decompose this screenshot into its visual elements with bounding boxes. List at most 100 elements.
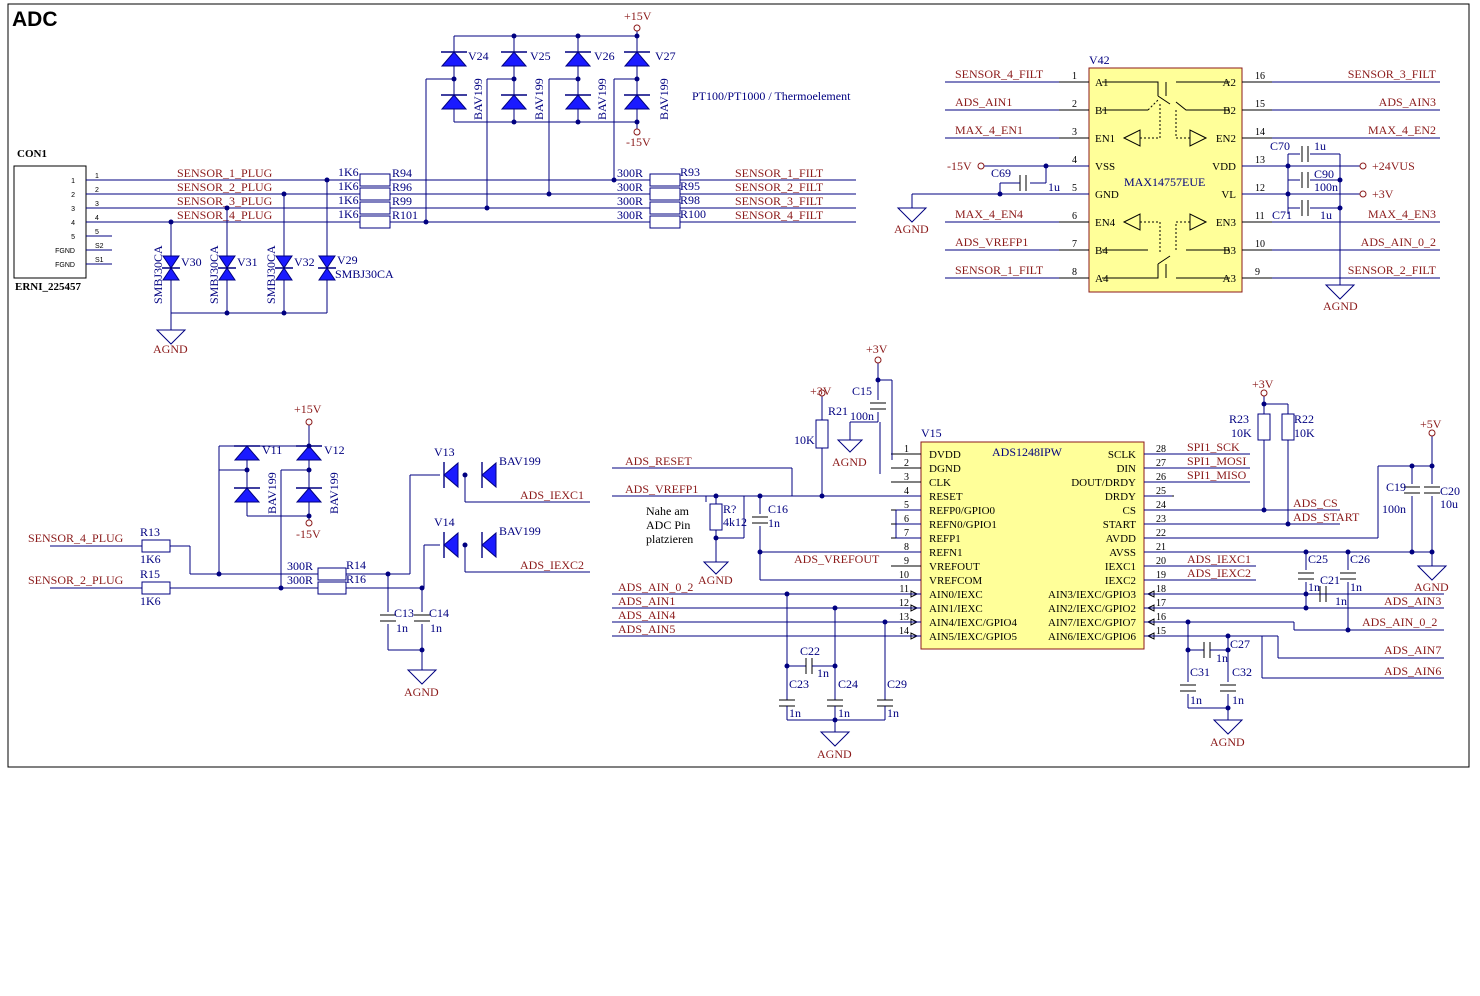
tvs-v31-part: SMBJ30CA [207,245,221,304]
r96-value: 1K6 [338,179,359,193]
v42-pin-number: 8 [1072,267,1077,278]
v13-part: BAV199 [499,454,541,468]
v24-ref: V24 [468,49,489,63]
v42-pin-name: A2 [1223,77,1236,89]
v15-ref: V15 [921,426,942,440]
r22-value: 10K [1294,426,1315,440]
c32-value: 1n [1232,693,1244,707]
v42-pin-number: 5 [1072,183,1077,194]
v42-pin-name: EN4 [1095,217,1116,229]
r98-value: 300R [617,194,643,208]
v42-pin-name: A4 [1095,273,1109,285]
r94-value: 1K6 [338,165,359,179]
v15-pin-name: VREFOUT [929,561,980,573]
v42-pin-name: VDD [1212,161,1236,173]
v15-net-miso: SPI1_MISO [1187,468,1247,482]
v15-pin-name: IEXC2 [1105,575,1136,587]
v15-net-start: ADS_START [1293,510,1360,524]
v15-pin-number: 23 [1156,514,1166,525]
c31-ref: C31 [1190,665,1210,679]
v15-right-wiring [1144,389,1448,735]
ic-v42[interactable] [1088,67,1243,293]
v15-net-ain1: ADS_AIN1 [618,594,675,608]
con1-pin-number: 2 [95,187,99,194]
v26-part: BAV199 [595,78,609,120]
v15-net-vrefp1: ADS_VREFP1 [625,482,698,496]
con1-pin-number: S1 [95,257,104,264]
v15-body [920,441,1145,650]
v42-pin-name: VL [1221,189,1236,201]
c32-ref: C32 [1232,665,1252,679]
net-sensor-4-filt: SENSOR_4_FILT [735,208,824,222]
v11-ref: V11 [262,443,282,457]
r15-value: 1K6 [140,594,161,608]
sensor-plug-lines [86,179,360,265]
c25-value: 1n [1308,580,1320,594]
v15-pin-number: 21 [1156,542,1166,553]
net-sensor-3-filt: SENSOR_3_FILT [735,194,824,208]
v42-ref: V42 [1089,53,1110,67]
c14-value: 1n [430,621,442,635]
v15-pin-name: DVDD [929,449,961,461]
v42-agnd-right: AGND [1323,299,1358,313]
r101-ref: R101 [392,208,418,222]
v42-pin-name: EN2 [1216,133,1236,145]
v15-agnd-rq: AGND [698,573,733,587]
tvs-v30-part: SMBJ30CA [151,245,165,304]
v42-3v-net: +3V [1372,187,1394,201]
c24-value: 1n [838,706,850,720]
v15-pin-number: 20 [1156,556,1166,567]
agnd-label-tvs: AGND [153,342,188,356]
v15-3v-r21: +3V [810,384,832,398]
connector-con1[interactable]: CON1 ERNI_225457 [13,148,87,293]
v15-pin-number: 14 [899,626,909,637]
v42-right-net: MAX_4_EN2 [1368,123,1436,137]
r93-ref: R93 [680,165,700,179]
v15-net-mosi: SPI1_MOSI [1187,454,1246,468]
v15-pin-number: 5 [904,500,909,511]
c26-value: 1n [1350,580,1362,594]
v15-pin-name: AIN3/IEXC/GPIO3 [1048,589,1136,601]
v15-pin-number: 28 [1156,444,1166,455]
c21-value: 1n [1335,594,1347,608]
cs-iexc2-net: ADS_IEXC2 [520,558,584,572]
c70-value: 1u [1314,139,1326,153]
v42-vss-net: -15V [947,159,972,173]
cs-iexc1-net: ADS_IEXC1 [520,488,584,502]
ic-v15[interactable] [920,441,1145,650]
r13-ref: R13 [140,525,160,539]
cs-sensor2-net: SENSOR_2_PLUG [28,573,124,587]
r95-ref: R95 [680,179,700,193]
r13-value: 1K6 [140,552,161,566]
v42-pin-name: B1 [1095,105,1108,117]
v15-pin-name: AIN2/IEXC/GPIO2 [1048,603,1136,615]
v15-net-ain02-right: ADS_AIN_0_2 [1362,615,1437,629]
v15-net-ain7: ADS_AIN7 [1384,643,1441,657]
net-sensor-4-plug: SENSOR_4_PLUG [177,208,273,222]
r95-value: 300R [617,180,643,194]
v42-pin-name: EN1 [1095,133,1115,145]
v15-pin-number: 22 [1156,528,1166,539]
v11-part: BAV199 [265,472,279,514]
v15-pin-name: AIN6/IEXC/GPIO6 [1048,631,1136,643]
v15-pin-name: AIN7/IEXC/GPIO7 [1048,617,1136,629]
r21-ref: R21 [828,404,848,418]
net-sensor-2-plug: SENSOR_2_PLUG [177,180,273,194]
cs-p15-label: +15V [294,402,322,416]
cs-sensor4-net: SENSOR_4_PLUG [28,531,124,545]
con1-part: ERNI_225457 [15,281,82,293]
tvs-v32-part: SMBJ30CA [264,245,278,304]
v15-pin-name: DIN [1116,463,1136,475]
c22-ref: C22 [800,644,820,658]
v15-pin-number: 3 [904,472,909,483]
v15-pin-name: DRDY [1105,491,1136,503]
v42-pin-name: GND [1095,189,1119,201]
v15-net-vrefout: ADS_VREFOUT [794,552,880,566]
v42-pin-name: B3 [1223,245,1236,257]
c29-value: 1n [887,706,899,720]
v42-pin-number: 12 [1255,183,1265,194]
r94-ref: R94 [392,166,412,180]
v15-pin-number: 4 [904,486,909,497]
